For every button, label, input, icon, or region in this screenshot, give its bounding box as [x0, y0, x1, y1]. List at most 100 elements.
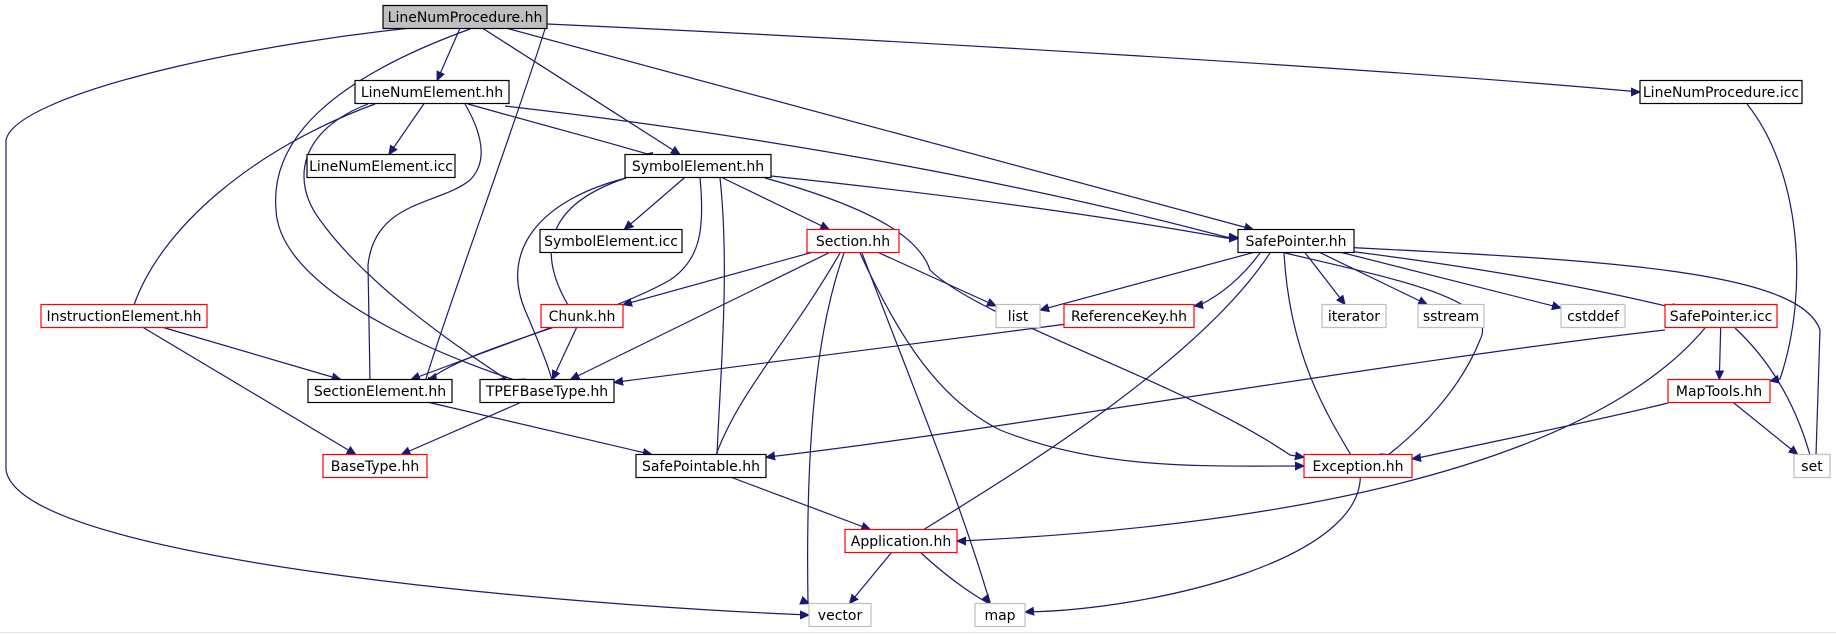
node-safepointable-hh[interactable]: SafePointable.hh	[635, 453, 767, 479]
edge-line	[623, 251, 812, 305]
node-box	[540, 303, 624, 329]
edge-line	[504, 105, 1238, 238]
edge-chunk-hh-to-tpefbasetype-hh	[551, 327, 578, 380]
edge-line	[5, 22, 809, 615]
node-box	[1639, 79, 1803, 105]
edge-line	[482, 27, 680, 155]
node-basetype-hh[interactable]: BaseType.hh	[322, 453, 428, 479]
edge-safepointer-hh-to-iterator	[1304, 252, 1345, 305]
edge-linenumprocedure-icc-to-maptools-hh	[1746, 103, 1798, 381]
node-label: LineNumElement.icc	[309, 159, 453, 175]
edge-line	[614, 323, 1065, 382]
node-label: SafePointable.hh	[642, 459, 760, 475]
edge-line	[367, 103, 482, 380]
node-box	[624, 153, 772, 179]
node-label: map	[984, 608, 1015, 624]
edge-safepointer-icc-to-set	[1734, 327, 1810, 455]
node-box	[1664, 303, 1778, 329]
edge-linenumelement-hh-to-symbolelement-hh	[467, 103, 661, 158]
edge-tpefbasetype-hh-to-basetype-hh	[401, 401, 521, 455]
node-maptools-hh[interactable]: MapTools.hh	[1667, 378, 1771, 404]
node-linenumelement-icc[interactable]: LineNumElement.icc	[306, 153, 456, 179]
node-list: list	[995, 303, 1041, 329]
edge-line	[1341, 251, 1562, 308]
node-symbolelement-hh[interactable]: SymbolElement.hh	[624, 153, 772, 179]
node-label: Application.hh	[851, 534, 951, 550]
edge-referencekey-hh-to-tpefbasetype-hh	[614, 323, 1065, 382]
edge-section-hh-to-vector	[808, 252, 845, 604]
node-label: SymbolElement.hh	[632, 159, 764, 175]
node-box	[1667, 378, 1771, 404]
edge-line	[424, 28, 546, 382]
edge-line	[919, 551, 998, 608]
node-tpefbasetype-hh[interactable]: TPEFBaseType.hh	[479, 378, 615, 404]
edge-line	[766, 329, 1666, 457]
edge-layer	[5, 22, 1821, 615]
node-box	[1793, 453, 1831, 479]
node-label: SafePointer.hh	[1245, 234, 1346, 250]
node-set: set	[1793, 453, 1831, 479]
edge-line	[721, 176, 829, 231]
edge-safepointer-hh-to-set	[1339, 246, 1821, 455]
edge-line	[142, 326, 356, 455]
edge-symbolelement-hh-to-exception-hh	[764, 177, 1304, 457]
edge-line	[861, 252, 990, 604]
node-symbolelement-icc[interactable]: SymbolElement.icc	[539, 228, 683, 254]
edge-linenumelement-hh-to-sectionelement-hh	[367, 103, 482, 380]
edge-safepointer-hh-to-referencekey-hh	[1194, 252, 1261, 306]
node-chunk-hh[interactable]: Chunk.hh	[540, 303, 624, 329]
edge-line	[923, 252, 1271, 530]
node-label: LineNumElement.hh	[361, 85, 503, 101]
node-linenumelement-hh[interactable]: LineNumElement.hh	[354, 79, 510, 105]
edge-line	[1412, 402, 1669, 459]
node-label: SafePointer.icc	[1670, 309, 1773, 325]
edge-section-hh-to-tpefbasetype-hh	[571, 251, 830, 380]
node-safepointer-hh[interactable]: SafePointer.hh	[1237, 228, 1355, 254]
edge-safepointer-icc-to-safepointable-hh	[766, 329, 1666, 457]
node-safepointer-icc[interactable]: SafePointer.icc	[1664, 303, 1778, 329]
edge-line	[1719, 327, 1720, 380]
edge-line	[134, 103, 376, 305]
node-box	[808, 602, 872, 628]
node-label: Section.hh	[816, 234, 890, 250]
node-label: TPEFBaseType.hh	[485, 384, 608, 400]
edge-section-hh-to-safepointable-hh	[716, 252, 841, 455]
node-label: set	[1801, 459, 1823, 475]
edge-safepointable-hh-to-application-hh	[731, 476, 871, 530]
node-application-hh[interactable]: Application.hh	[844, 528, 958, 554]
node-linenumprocedure-hh[interactable]: LineNumProcedure.hh	[382, 4, 548, 30]
edge-safepointer-icc-to-maptools-hh	[1719, 327, 1720, 380]
edge-line	[717, 177, 725, 455]
node-label: vector	[818, 608, 863, 624]
node-exception-hh[interactable]: Exception.hh	[1303, 453, 1413, 479]
node-box	[307, 378, 453, 404]
edge-line	[808, 252, 845, 604]
edge-line	[1319, 251, 1427, 306]
edge-line	[1284, 252, 1483, 455]
node-referencekey-hh[interactable]: ReferenceKey.hh	[1063, 303, 1195, 329]
edge-symbolelement-hh-to-safepointable-hh	[717, 177, 725, 455]
node-cstddef: cstddef	[1560, 303, 1626, 329]
node-section-hh[interactable]: Section.hh	[806, 228, 900, 254]
edge-line	[1339, 246, 1821, 455]
node-label: Exception.hh	[1312, 459, 1403, 475]
bottom-rule	[0, 632, 1836, 633]
edge-line	[429, 401, 652, 455]
edge-line	[517, 177, 627, 380]
edge-safepointer-hh-to-safepointer-icc	[1339, 249, 1670, 307]
edge-section-hh-to-chunk-hh	[623, 251, 812, 305]
edge-line	[163, 326, 340, 380]
node-sectionelement-hh[interactable]: SectionElement.hh	[307, 378, 453, 404]
node-box	[306, 153, 456, 179]
edge-maptools-hh-to-set	[1732, 402, 1797, 455]
node-instructionelement-hh[interactable]: InstructionElement.hh	[40, 303, 208, 329]
node-box	[1321, 303, 1387, 329]
edge-line	[1734, 327, 1810, 455]
edge-symbolelement-hh-to-sectionelement-hh	[428, 177, 703, 380]
node-linenumprocedure-icc[interactable]: LineNumProcedure.icc	[1639, 79, 1803, 105]
node-label: Chunk.hh	[549, 309, 616, 325]
edge-line	[1040, 251, 1254, 311]
node-label: MapTools.hh	[1676, 384, 1762, 400]
edge-linenumelement-hh-to-linenumelement-icc	[389, 103, 425, 155]
